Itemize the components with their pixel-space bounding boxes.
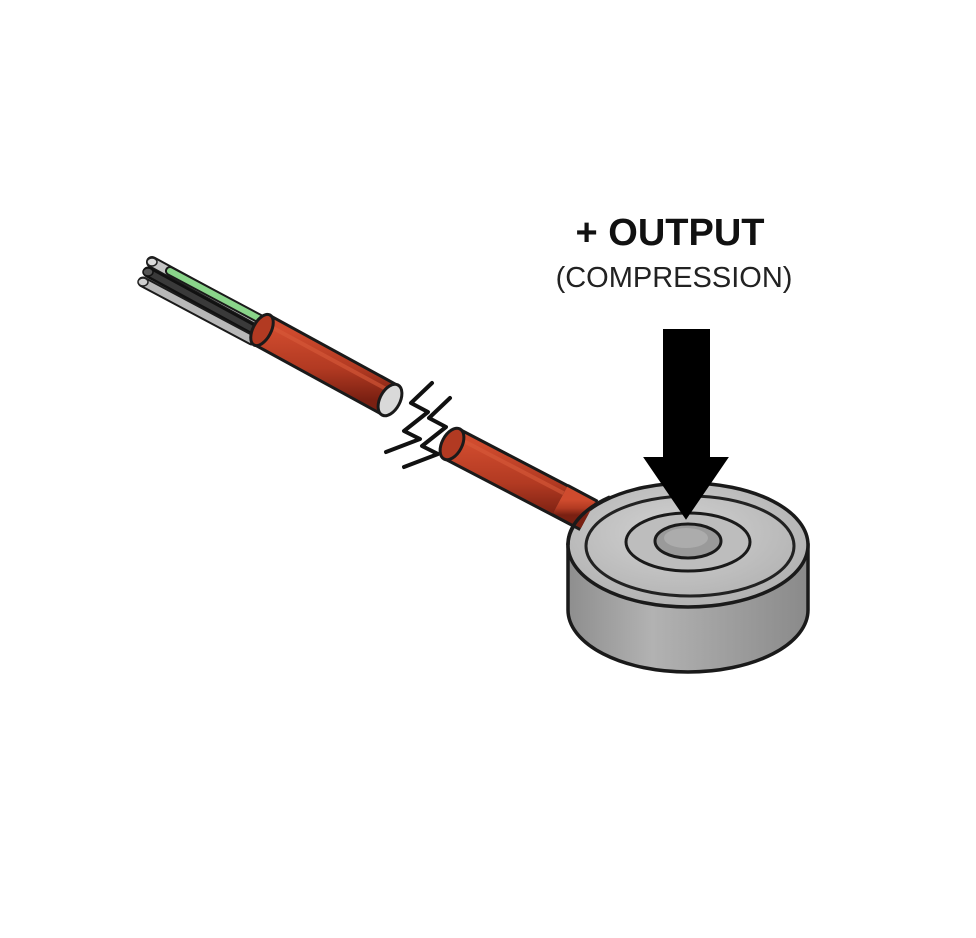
cable-segment-upper <box>249 312 404 418</box>
force-arrow-icon <box>643 329 729 520</box>
exposed-wires <box>137 256 268 346</box>
compression-label: (COMPRESSION) <box>556 262 793 294</box>
cable-break-icon <box>384 381 452 469</box>
output-label: + OUTPUT <box>576 212 765 254</box>
load-cell <box>566 481 810 674</box>
